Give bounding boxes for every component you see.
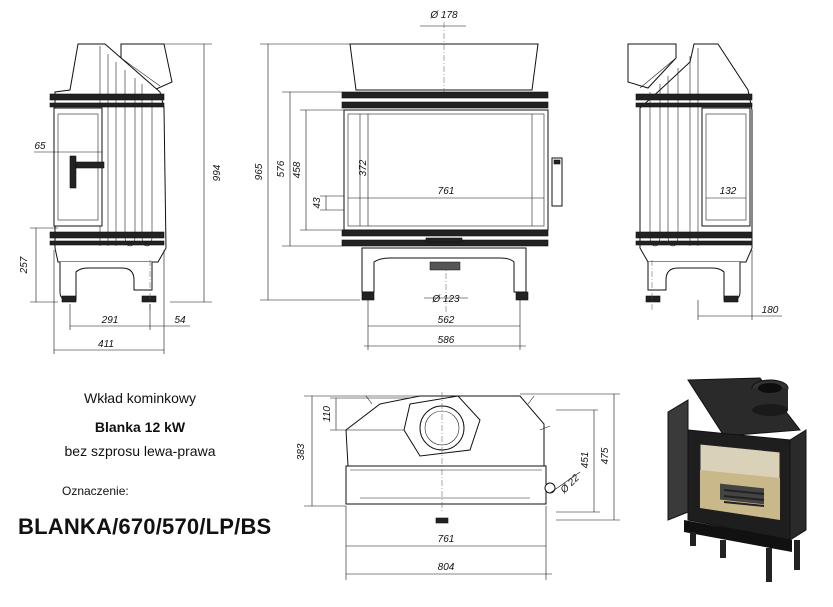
dim-586: 586 [438,335,455,346]
dim-pipe-22: Ø 22 [558,472,582,496]
dim-291: 291 [101,315,119,326]
dim-451: 451 [580,452,591,469]
dim-761-front: 761 [438,186,455,197]
dim-54: 54 [174,315,186,326]
top-view: 383 110 451 475 Ø 22 761 804 [296,392,620,580]
dim-65: 65 [34,141,46,152]
dim-383: 383 [296,443,307,460]
right-side-view: 132 180 [627,43,782,320]
dim-562: 562 [438,315,455,326]
product-power: Blanka 12 kW [94,419,186,435]
designation-caption: Oznaczenie: [62,484,129,498]
dim-994: 994 [212,164,223,181]
dim-576: 576 [276,160,287,177]
product-title: Wkład kominkowy [83,390,197,406]
dim-761-top: 761 [438,534,455,545]
fireplace-render-icon [667,377,807,582]
dim-110: 110 [322,406,333,422]
dim-411: 411 [98,339,114,350]
dim-372: 372 [358,159,369,176]
dim-180: 180 [762,305,779,316]
product-subtitle: bez szprosu lewa-prawa [64,443,216,459]
designation-code: BLANKA/670/570/LP/BS [18,514,272,539]
dim-475: 475 [600,447,611,464]
dim-air-123: Ø 123 [431,294,460,305]
dim-965: 965 [254,163,265,180]
dim-43: 43 [312,197,323,209]
dim-458: 458 [292,161,303,178]
dim-804: 804 [438,562,455,573]
dim-132: 132 [720,186,737,197]
dim-257: 257 [19,256,30,274]
dim-flue-178: Ø 178 [429,10,458,21]
front-view: Ø 178 965 576 458 372 43 761 Ø 123 562 5… [254,10,563,350]
left-side-view: 994 65 257 291 54 411 [19,43,223,354]
